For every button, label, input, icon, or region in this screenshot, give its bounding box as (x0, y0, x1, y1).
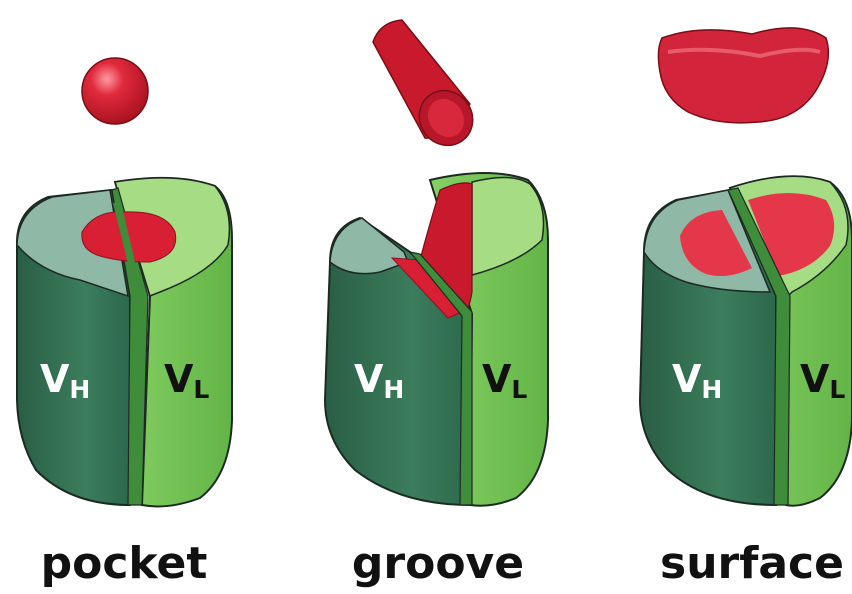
caption-surface: surface (660, 538, 844, 589)
antigen-surface-patch (658, 28, 828, 123)
caption-pocket: pocket (41, 538, 208, 589)
caption-groove: groove (352, 538, 524, 589)
panel-groove: VH VL (325, 20, 548, 506)
antigen-cylinder (373, 20, 483, 156)
panel-pocket: VH VL (17, 58, 232, 506)
antigen-sphere (82, 58, 148, 124)
panel-surface: VH VL (640, 28, 852, 506)
